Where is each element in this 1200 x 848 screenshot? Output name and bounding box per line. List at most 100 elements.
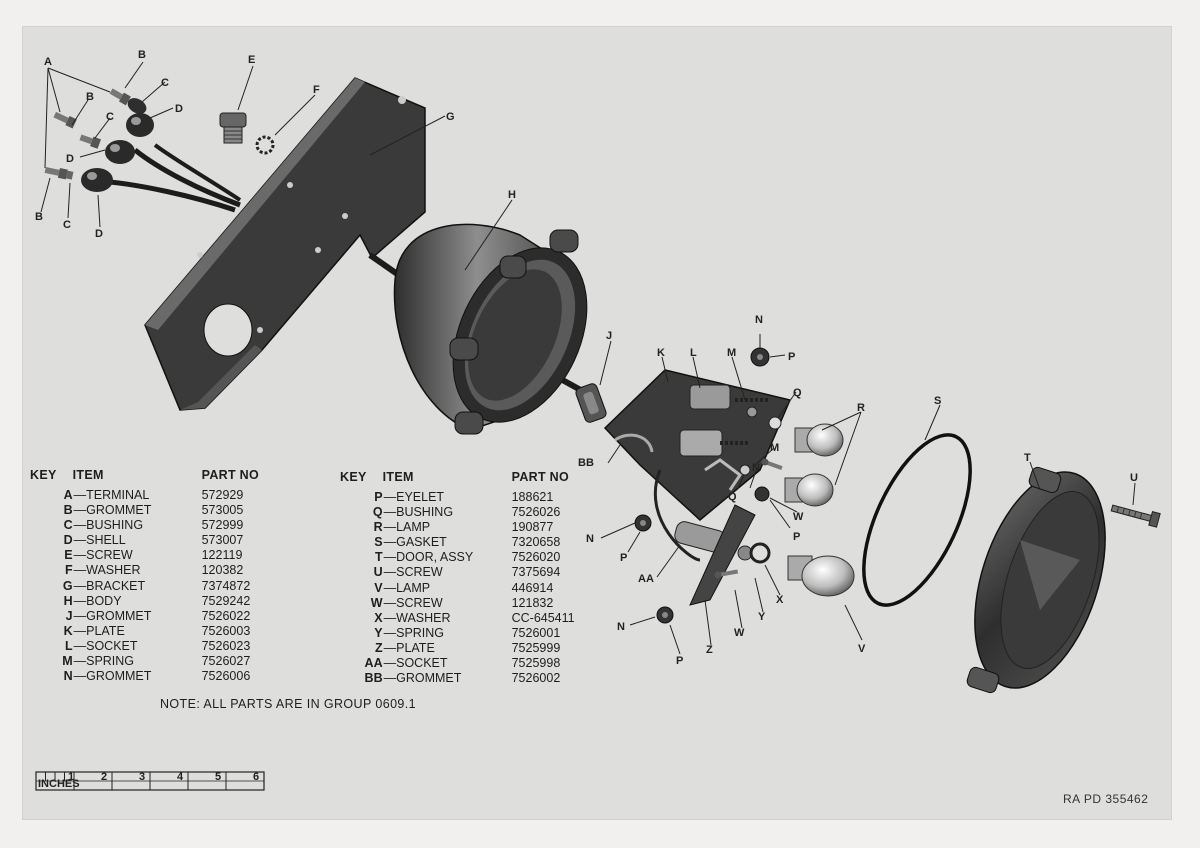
row-part-number: 7374872 [201, 578, 251, 593]
item-name: GROMMET [86, 503, 152, 518]
row-part-number: CC-645411 [511, 610, 575, 625]
table-header: KEY ITEM PART NO [30, 468, 259, 488]
row-key: W [370, 595, 383, 610]
wire-harness [109, 143, 242, 213]
reference-number: RA PD 355462 [1063, 792, 1149, 806]
row-item: —SHELL [73, 533, 174, 548]
item-name: SOCKET [396, 656, 448, 671]
row-item: —SOCKET [73, 639, 174, 654]
leader-lines [40, 61, 1136, 655]
callout-d: D [175, 103, 183, 115]
row-part-number: 7526003 [201, 623, 251, 638]
dash-separator: — [383, 535, 397, 550]
callout-aa: AA [638, 573, 654, 585]
callout-e: E [248, 54, 255, 66]
callout-q: Q [793, 387, 802, 399]
item-name: SOCKET [86, 638, 138, 653]
bracket-g [144, 77, 426, 411]
row-item: —BRACKET [73, 579, 174, 594]
shell-d-lower [81, 168, 113, 192]
row-item: —GROMMET [383, 671, 484, 686]
callout-a: A [44, 56, 52, 68]
lamps [784, 423, 855, 597]
row-item: —PLATE [383, 641, 484, 656]
dash-separator: — [383, 565, 397, 580]
column-key: KEY [30, 468, 57, 482]
dash-separator: — [383, 490, 397, 504]
row-key: U [373, 565, 383, 580]
callout-b: B [86, 91, 94, 103]
dash-separator: — [73, 654, 87, 669]
dash-separator: — [383, 520, 397, 535]
row-part-number: 7525998 [511, 656, 561, 671]
callout-c: C [63, 219, 71, 231]
dash-separator: — [73, 578, 87, 593]
item-name: GROMMET [86, 608, 152, 623]
row-key: N [63, 669, 73, 684]
row-part-number: 188621 [511, 490, 554, 504]
item-name: BODY [86, 593, 122, 608]
row-key: K [63, 623, 73, 638]
column-key: KEY [340, 470, 367, 484]
row-key: X [374, 610, 383, 625]
row-item: —SPRING [73, 654, 174, 669]
callout-p: P [793, 531, 800, 543]
terminal-assemblies [44, 88, 154, 192]
callout-j: J [606, 330, 612, 342]
dash-separator: — [383, 580, 397, 595]
row-item: —PLATE [73, 624, 174, 639]
table-row: X—WASHER CC-645411 [340, 610, 575, 626]
dash-separator: — [73, 608, 87, 623]
dash-separator: — [73, 623, 87, 638]
callout-b: B [138, 49, 146, 61]
item-name: PLATE [396, 640, 435, 655]
item-name: GROMMET [396, 671, 462, 686]
row-part-number: 446914 [511, 580, 554, 595]
item-name: SCREW [396, 565, 443, 580]
row-item: —BUSHING [73, 518, 174, 533]
callout-d: D [66, 153, 74, 165]
row-item: —WASHER [383, 611, 484, 626]
group-note: NOTE: ALL PARTS ARE IN GROUP 0609.1 [160, 697, 416, 711]
column-item: ITEM [72, 468, 104, 482]
callout-m: M [727, 347, 736, 359]
row-key: Y [374, 625, 383, 640]
callout-n: N [617, 621, 625, 633]
row-item: —BUSHING [383, 505, 484, 520]
dash-separator: — [73, 533, 87, 548]
item-name: WASHER [86, 563, 141, 578]
item-name: GROMMET [86, 669, 152, 684]
item-name: SCREW [396, 595, 443, 610]
item-name: WASHER [396, 610, 451, 625]
row-part-number: 573005 [201, 503, 244, 518]
row-key: G [62, 578, 73, 593]
row-key: M [62, 654, 73, 669]
row-part-number: 7526026 [511, 505, 561, 520]
row-part-number: 120382 [201, 563, 244, 578]
callout-m: M [770, 442, 779, 454]
column-item: ITEM [382, 470, 414, 484]
dash-separator: — [73, 488, 87, 502]
callout-l: L [690, 347, 697, 359]
screw-u [1110, 504, 1161, 528]
dash-separator: — [383, 595, 397, 610]
row-item: —LAMP [383, 520, 484, 535]
row-key: E [64, 548, 73, 563]
row-part-number: 573007 [201, 533, 244, 548]
callout-y: Y [758, 611, 766, 623]
row-item: —GROMMET [73, 609, 174, 624]
row-part-number: 7526001 [511, 625, 561, 640]
small-hardware [634, 347, 783, 624]
callout-b: B [35, 211, 43, 223]
